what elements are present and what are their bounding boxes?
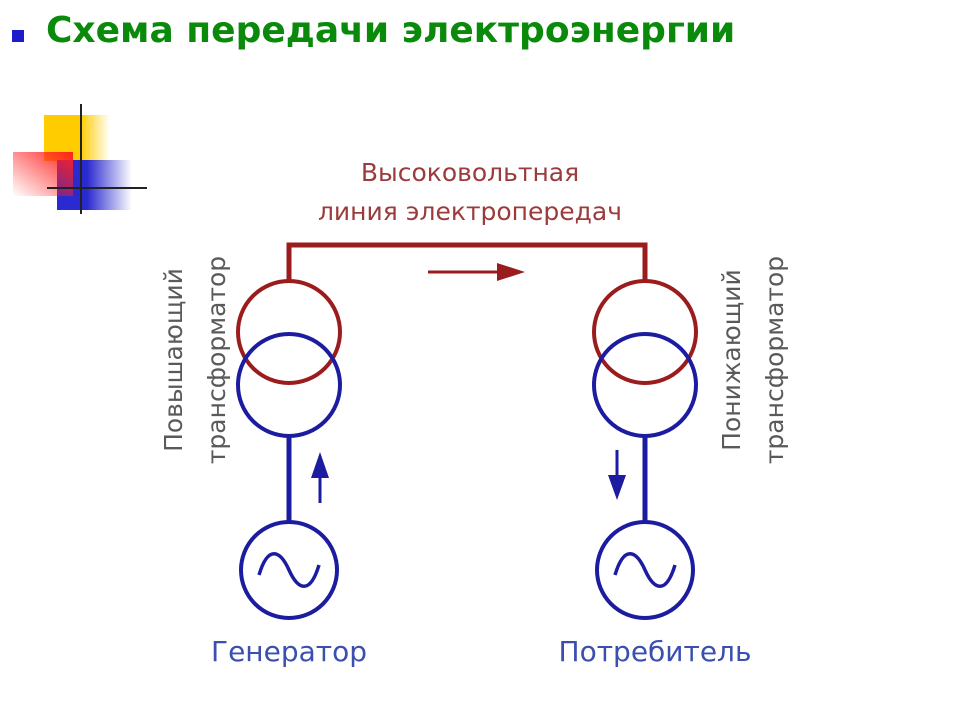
step-up-transformer [236, 279, 342, 438]
generator-label: Генератор [211, 635, 367, 668]
title-bullet [12, 30, 24, 42]
consumer-icon [595, 520, 695, 620]
line-label-1: Высоковольтная [361, 158, 579, 187]
step-up-label-1: Повышающий [159, 268, 188, 452]
slide-title: Схема передачи электроэнергии [46, 10, 736, 51]
flow-arrow-up [311, 452, 329, 503]
line-label-2: линия электропередач [318, 197, 622, 226]
step-down-label-1: Понижающий [717, 269, 746, 451]
flow-arrow-right [428, 263, 525, 281]
high-voltage-line [286, 242, 648, 282]
step-up-label-2: трансформатор [202, 256, 231, 464]
flow-arrow-down [608, 450, 626, 500]
generator-icon [239, 520, 339, 620]
consumer-label: Потребитель [559, 635, 752, 668]
step-down-label-2: трансформатор [760, 256, 789, 464]
step-down-transformer [592, 279, 698, 438]
decorative-squares [13, 104, 147, 214]
